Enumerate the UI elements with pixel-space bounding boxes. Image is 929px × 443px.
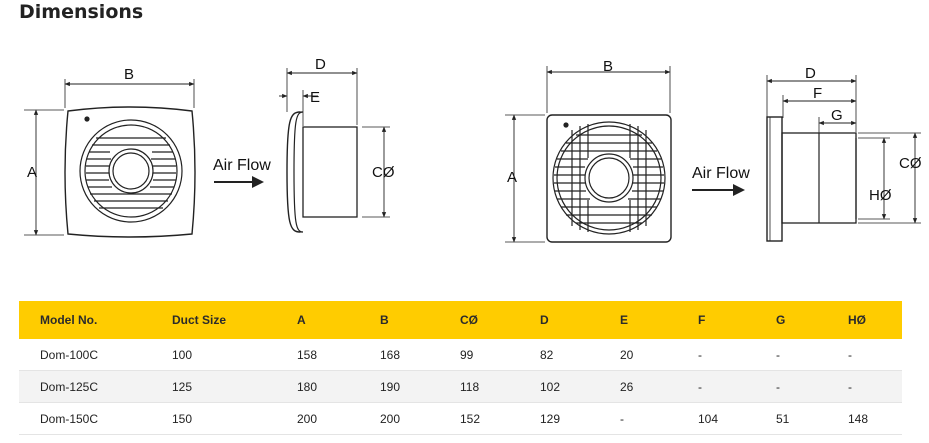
cell-g: 51: [776, 402, 848, 435]
cell-duct-size: 150: [172, 402, 297, 435]
cell-e: -: [620, 402, 698, 435]
header-model: Model No.: [19, 301, 172, 339]
cell-e: 26: [620, 370, 698, 403]
header-f: F: [698, 301, 776, 339]
cell-b: 168: [380, 339, 460, 371]
cell-b: 190: [380, 370, 460, 403]
cell-model: Dom-125C: [19, 370, 172, 403]
right-label-h: HØ: [869, 187, 892, 204]
right-label-g: G: [831, 107, 843, 124]
dimensions-table: Model No. Duct Size A B CØ D E F G HØ Do…: [19, 301, 902, 435]
cell-c: 152: [460, 402, 540, 435]
header-c: CØ: [460, 301, 540, 339]
cell-duct-size: 125: [172, 370, 297, 403]
cell-g: -: [776, 339, 848, 371]
right-label-f: F: [813, 85, 822, 102]
cell-c: 99: [460, 339, 540, 371]
cell-c: 118: [460, 370, 540, 403]
header-duct-size: Duct Size: [172, 301, 297, 339]
cell-f: -: [698, 339, 776, 371]
cell-g: -: [776, 370, 848, 403]
table-row: Dom-100C 100 158 168 99 82 20 - - -: [19, 339, 902, 371]
header-g: G: [776, 301, 848, 339]
diagrams-svg: B A Air Flow D E CØ: [24, 56, 922, 243]
left-side-view: [279, 68, 390, 233]
header-d: D: [540, 301, 620, 339]
header-h: HØ: [848, 301, 902, 339]
cell-f: 104: [698, 402, 776, 435]
left-label-b: B: [124, 66, 134, 83]
left-label-e: E: [310, 89, 320, 106]
left-label-d: D: [315, 56, 326, 73]
cell-model: Dom-150C: [19, 402, 172, 435]
cell-e: 20: [620, 339, 698, 371]
right-label-b: B: [603, 58, 613, 75]
header-b: B: [380, 301, 460, 339]
right-side-view: [766, 75, 921, 242]
right-airflow-arrow: [692, 184, 745, 196]
left-label-a: A: [27, 164, 37, 181]
right-label-a: A: [507, 169, 517, 186]
right-label-d: D: [805, 65, 816, 82]
cell-f: -: [698, 370, 776, 403]
dimension-diagrams: B A Air Flow D E CØ: [24, 56, 922, 243]
cell-a: 158: [297, 339, 380, 371]
table-row: Dom-150C 150 200 200 152 129 - 104 51 14…: [19, 402, 902, 435]
header-e: E: [620, 301, 698, 339]
cell-a: 200: [297, 402, 380, 435]
left-airflow-arrow: [214, 176, 264, 188]
left-airflow-label: Air Flow: [213, 157, 271, 174]
left-front-view: [24, 79, 196, 238]
header-a: A: [297, 301, 380, 339]
cell-a: 180: [297, 370, 380, 403]
right-front-view: [505, 66, 672, 243]
left-label-c: CØ: [372, 164, 395, 181]
cell-d: 82: [540, 339, 620, 371]
cell-h: 148: [848, 402, 902, 435]
cell-duct-size: 100: [172, 339, 297, 371]
cell-model: Dom-100C: [19, 339, 172, 371]
cell-h: -: [848, 339, 902, 371]
right-airflow-label: Air Flow: [692, 165, 750, 182]
cell-d: 129: [540, 402, 620, 435]
cell-d: 102: [540, 370, 620, 403]
cell-b: 200: [380, 402, 460, 435]
right-label-c: CØ: [899, 155, 922, 172]
cell-h: -: [848, 370, 902, 403]
table-header-row: Model No. Duct Size A B CØ D E F G HØ: [19, 301, 902, 339]
page-title: Dimensions: [19, 1, 144, 23]
table-row: Dom-125C 125 180 190 118 102 26 - - -: [19, 370, 902, 403]
